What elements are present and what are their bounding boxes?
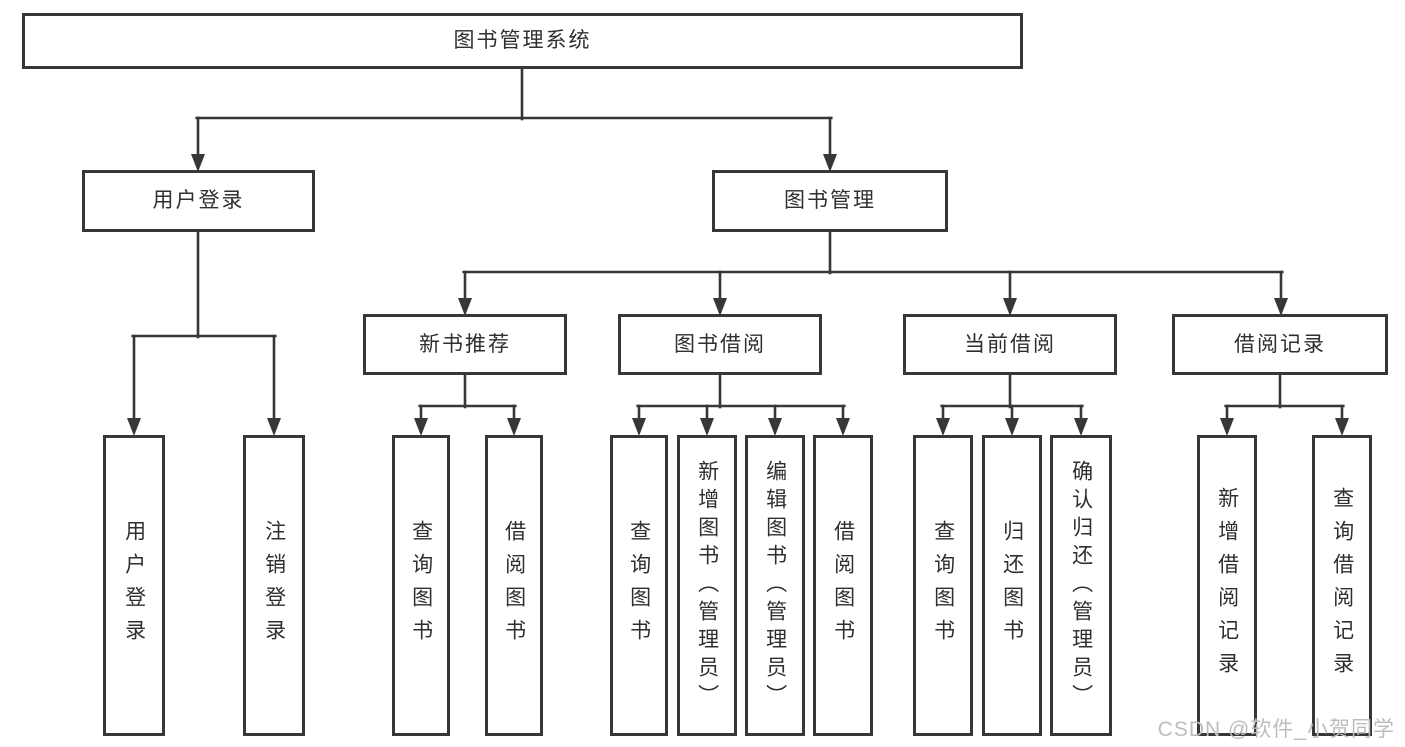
leaf-label: 归还图书 — [1000, 519, 1024, 652]
leaf-label: 借阅图书 — [502, 519, 526, 652]
node-new-book-recommend: 新书推荐 — [363, 314, 567, 375]
node-book-management: 图书管理 — [712, 170, 948, 232]
leaf-label: 注销登录 — [262, 519, 286, 652]
leaf-label: 新增借阅记录 — [1215, 486, 1239, 685]
leaf-current-confirm-return-admin: 确认归还（管理员） — [1050, 435, 1112, 736]
leaf-record-query-borrow-record: 查询借阅记录 — [1312, 435, 1372, 736]
leaf-label: 查询图书 — [931, 519, 955, 652]
leaf-borrow-add-book-admin: 新增图书（管理员） — [677, 435, 737, 736]
csdn-watermark: CSDN @软件_小贺同学 — [1157, 718, 1395, 741]
node-label: 用户登录 — [152, 189, 245, 213]
node-borrow-record: 借阅记录 — [1172, 314, 1388, 375]
leaf-label: 查询图书 — [409, 519, 433, 652]
node-user-login: 用户登录 — [82, 170, 315, 232]
leaf-label: 用户登录 — [122, 519, 146, 652]
node-label: 图书借阅 — [674, 332, 766, 356]
leaf-label: 确认归还（管理员） — [1069, 459, 1093, 712]
leaf-logout: 注销登录 — [243, 435, 305, 736]
leaf-label: 查询借阅记录 — [1330, 486, 1354, 685]
node-label: 图书管理 — [784, 189, 876, 213]
leaf-label: 借阅图书 — [831, 519, 855, 652]
leaf-borrow-query-book: 查询图书 — [610, 435, 668, 736]
leaf-record-add-borrow-record: 新增借阅记录 — [1197, 435, 1257, 736]
node-label: 借阅记录 — [1234, 332, 1326, 356]
node-current-borrow: 当前借阅 — [903, 314, 1117, 375]
leaf-current-return-book: 归还图书 — [982, 435, 1042, 736]
leaf-label: 查询图书 — [627, 519, 651, 652]
node-label: 新书推荐 — [419, 332, 511, 356]
leaf-label: 编辑图书（管理员） — [763, 459, 787, 712]
leaf-borrow-edit-book-admin: 编辑图书（管理员） — [745, 435, 805, 736]
leaf-label: 新增图书（管理员） — [695, 459, 719, 712]
node-book-borrow: 图书借阅 — [618, 314, 822, 375]
leaf-recommend-query-book: 查询图书 — [392, 435, 450, 736]
leaf-current-query-book: 查询图书 — [913, 435, 973, 736]
leaf-user-login: 用户登录 — [103, 435, 165, 736]
node-label: 当前借阅 — [964, 332, 1056, 356]
node-label: 图书管理系统 — [453, 29, 592, 53]
node-library-system-root: 图书管理系统 — [22, 13, 1023, 69]
leaf-borrow-borrow-book: 借阅图书 — [813, 435, 873, 736]
leaf-recommend-borrow-book: 借阅图书 — [485, 435, 543, 736]
